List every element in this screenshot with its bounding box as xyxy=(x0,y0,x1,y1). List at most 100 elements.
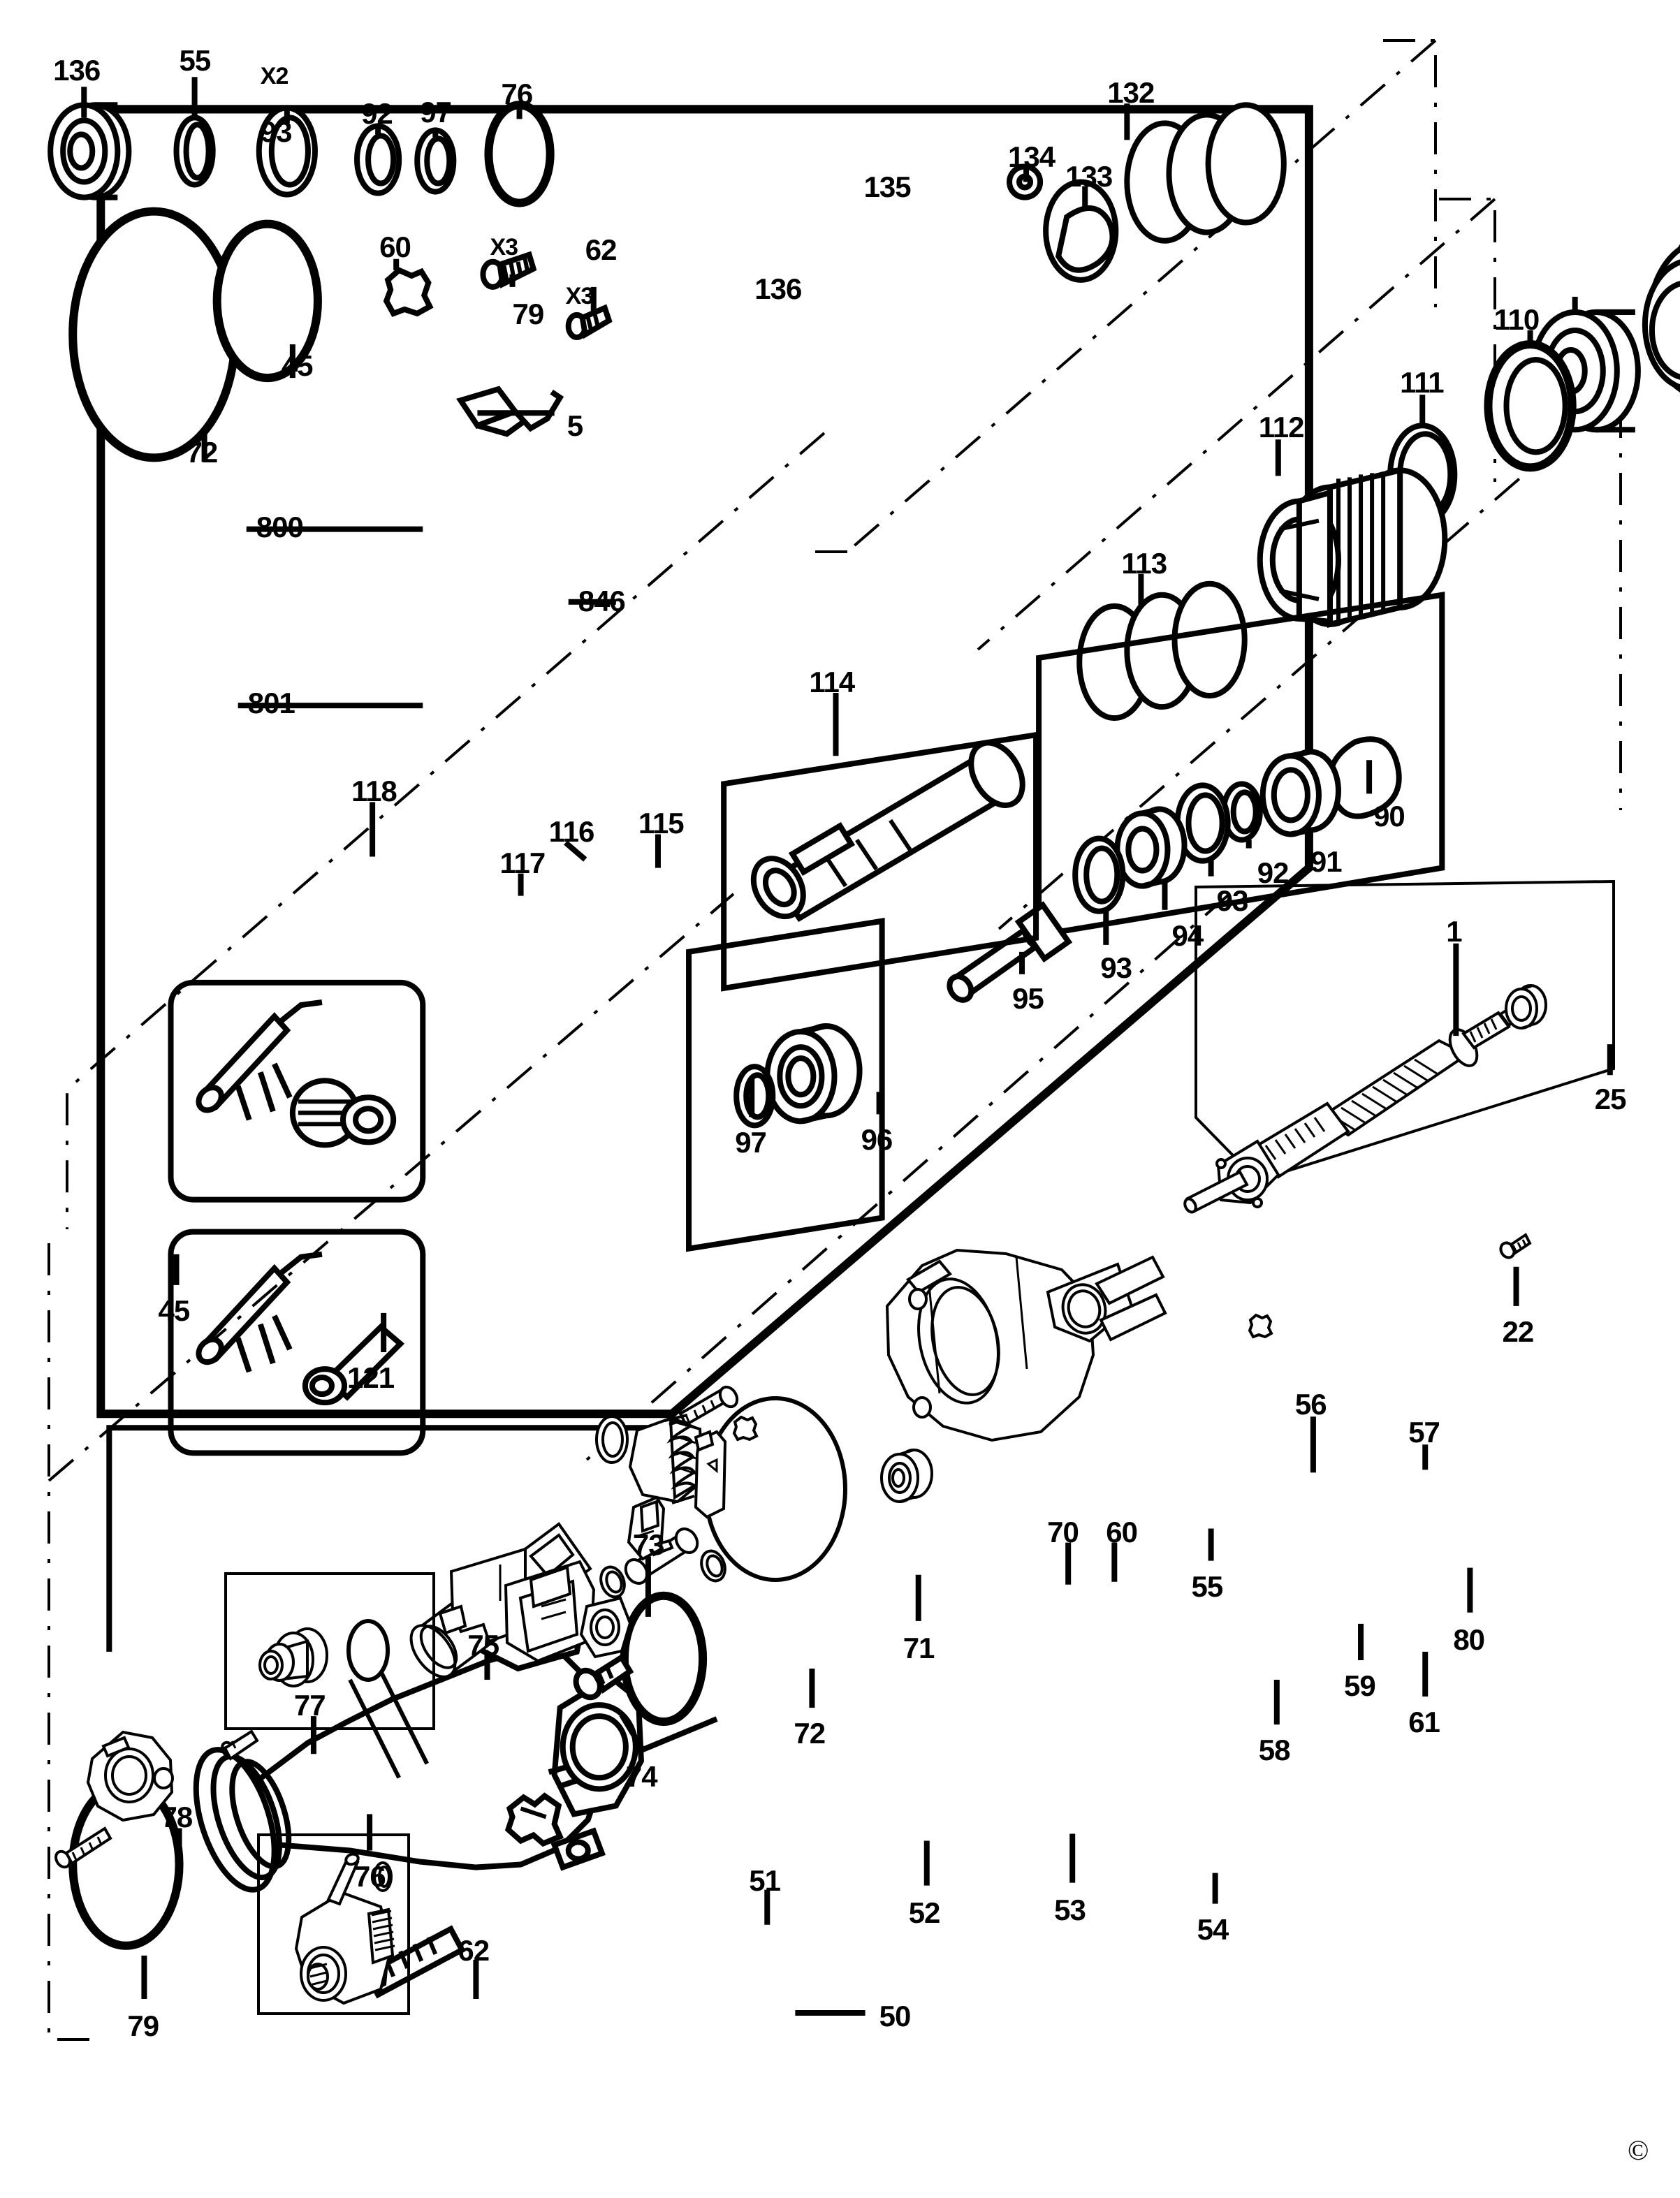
group-box-118 xyxy=(106,1425,672,1652)
callout-45-housing: 45 xyxy=(158,1294,190,1327)
callout-115: 115 xyxy=(638,807,685,840)
part-78-bracket xyxy=(86,1730,174,1822)
copyright-symbol: © xyxy=(1628,2134,1649,2166)
part-74-washers xyxy=(599,1549,726,1599)
callout-116: 116 xyxy=(548,815,595,849)
leader-lines xyxy=(81,77,1613,2016)
part-72-oring-mid xyxy=(703,1396,847,1582)
callout-1-armature: 1 xyxy=(1446,914,1462,948)
group-box-114 xyxy=(721,731,1039,992)
part-114-spindle xyxy=(750,740,1025,923)
part-133-washer xyxy=(1043,179,1119,283)
callout-91: 91 xyxy=(1310,844,1343,878)
callout-76-piston: 76 xyxy=(354,1859,386,1893)
callout-73: 73 xyxy=(632,1527,665,1561)
callout-112: 112 xyxy=(1258,411,1305,444)
part-72-oring-large xyxy=(68,207,240,462)
callout-62-bottom: 62 xyxy=(458,1933,490,1967)
part-92-ring-top xyxy=(354,123,402,196)
part-96-bearing-assembly xyxy=(764,1023,863,1124)
callout-51: 51 xyxy=(749,1863,781,1897)
part-97-ring-top xyxy=(414,127,457,195)
callout-5-brush: 5 xyxy=(567,409,583,443)
dashed-assembly-envelope-big xyxy=(48,432,1231,2041)
callout-53: 53 xyxy=(1054,1893,1086,1926)
callout-846-group: 846 xyxy=(578,584,626,617)
part-61-lever xyxy=(694,1430,727,1519)
dashed-assembly-envelope-top-right xyxy=(810,39,1437,553)
callout-55-right: 55 xyxy=(1191,1569,1224,1603)
callout-52: 52 xyxy=(908,1896,941,1929)
part-77-piston xyxy=(258,1627,328,1687)
part-117-clip xyxy=(504,1792,564,1847)
part-60-key-top xyxy=(383,267,434,317)
part-45-oring-medium xyxy=(212,219,322,383)
callout-79-top: 79 xyxy=(512,297,545,330)
part-116-screw xyxy=(573,1653,634,1701)
group-box-1-armature xyxy=(1195,879,1615,1182)
part-135-gear-housing xyxy=(1642,244,1680,393)
callout-x3-multiplier-a: X3 xyxy=(490,233,518,261)
callout-133: 133 xyxy=(1065,160,1113,193)
callout-93-left: 93 xyxy=(1100,951,1132,984)
callout-92-mid: 92 xyxy=(1257,856,1290,889)
callout-x2-multiplier: X2 xyxy=(260,63,289,90)
callout-60-top: 60 xyxy=(379,230,411,263)
group-box-77 xyxy=(224,1572,435,1730)
callout-55-top: 55 xyxy=(179,44,212,78)
callout-136-right: 136 xyxy=(754,272,802,305)
callout-58: 58 xyxy=(1258,1734,1291,1767)
part-136-bearing-left xyxy=(48,102,132,200)
callout-78: 78 xyxy=(161,1801,193,1834)
part-79-screw-bottom xyxy=(54,1826,112,1869)
callout-110: 110 xyxy=(1493,302,1540,336)
callout-59: 59 xyxy=(1344,1669,1376,1702)
part-110-seal xyxy=(1484,340,1577,472)
part-55-washer-top xyxy=(173,115,216,188)
callout-121: 121 xyxy=(347,1361,395,1395)
callout-74: 74 xyxy=(625,1760,658,1794)
callout-50: 50 xyxy=(879,1999,912,2032)
group-box-96 xyxy=(686,918,885,1252)
callout-76-top: 76 xyxy=(501,78,533,111)
callout-97-top: 97 xyxy=(420,96,452,129)
part-22-screw-armature xyxy=(1499,1233,1532,1259)
part-59-spring xyxy=(664,1414,697,1504)
part-115-oring xyxy=(620,1591,708,1727)
part-70-gearbox-housing xyxy=(885,1248,1167,1442)
part-94-seal xyxy=(1114,806,1188,889)
callout-96: 96 xyxy=(861,1123,893,1157)
part-54-trigger-cap xyxy=(579,1596,632,1659)
part-95-pin xyxy=(947,901,1073,1003)
callout-132: 132 xyxy=(1107,76,1155,110)
callout-800-kit: 800 xyxy=(256,510,304,543)
callout-92-top: 92 xyxy=(361,97,393,131)
callout-57: 57 xyxy=(1408,1416,1440,1449)
part-58-contact xyxy=(627,1495,666,1561)
part-55-washer-right xyxy=(595,1415,629,1464)
callout-134: 134 xyxy=(1008,140,1056,174)
group-box-846 xyxy=(96,105,1313,1419)
callout-45-top: 45 xyxy=(281,349,314,383)
part-112-gear-clutch xyxy=(1257,467,1448,628)
callout-136-top-left: 136 xyxy=(53,54,101,87)
callout-80: 80 xyxy=(1453,1622,1485,1656)
callout-x3-multiplier-b: X3 xyxy=(565,282,594,309)
callout-97-bottom: 97 xyxy=(735,1126,767,1159)
callout-117: 117 xyxy=(499,846,546,879)
callout-90: 90 xyxy=(1373,800,1405,833)
callout-801-kit: 801 xyxy=(247,687,295,720)
part-91-bearing xyxy=(1259,749,1341,837)
callout-93-mid: 93 xyxy=(1216,884,1249,917)
callout-79-bottom: 79 xyxy=(127,2009,159,2042)
part-60-key-mid xyxy=(1248,1313,1273,1339)
part-76-oring-piston xyxy=(346,1619,390,1682)
callout-25: 25 xyxy=(1594,1083,1627,1116)
part-56-cap xyxy=(628,1416,705,1504)
callout-60-mid: 60 xyxy=(1106,1515,1138,1548)
callout-94: 94 xyxy=(1171,918,1204,952)
part-113-seal-rings xyxy=(1076,580,1248,721)
part-71-bearing-mid xyxy=(880,1449,933,1503)
